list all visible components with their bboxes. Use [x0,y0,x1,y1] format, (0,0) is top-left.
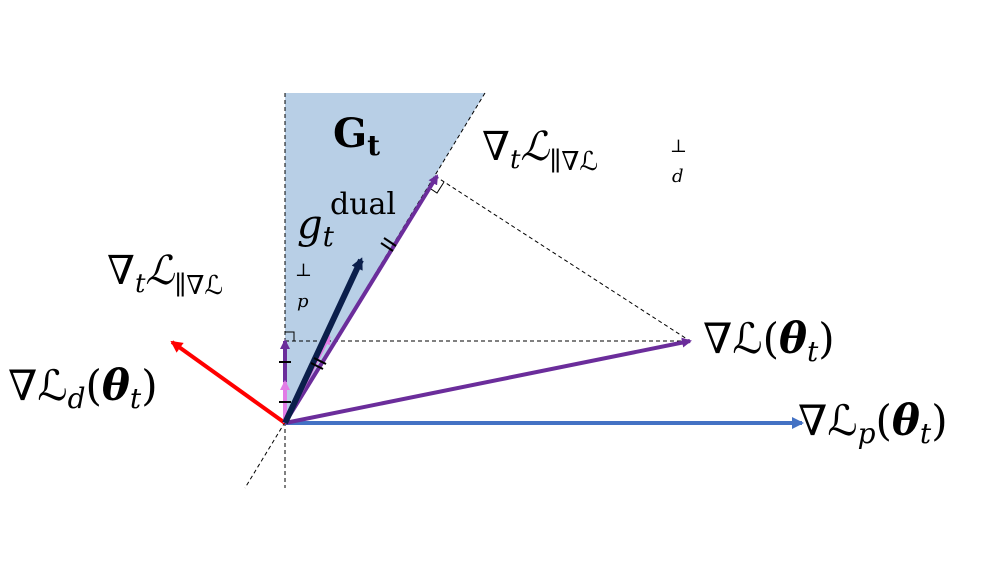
proj-d-label: ∇tℒ∥∇ℒ⊥d [482,124,687,187]
proj-d-vector [283,174,439,425]
grad-p-label: ∇ℒp(θt) [798,396,948,450]
cone-label: Gt [333,110,380,162]
proj-p-label: ∇tℒ∥∇ℒ⊥p [107,248,312,312]
grad-d-label: ∇ℒd(θt) [8,361,158,415]
grad-d-vector [170,340,287,425]
tick-mark [310,362,324,370]
grad-total-vector [284,337,692,425]
tick-mark [313,357,327,365]
g-dual-label: gtdual [297,187,396,253]
g-dual-vector [282,257,364,425]
tick-mark [380,242,394,252]
right-angle-marker-p [285,331,295,341]
tick-mark [383,237,397,247]
grad-total-label: ∇ℒ(θt) [703,314,835,368]
projection-guide-d [434,175,691,342]
